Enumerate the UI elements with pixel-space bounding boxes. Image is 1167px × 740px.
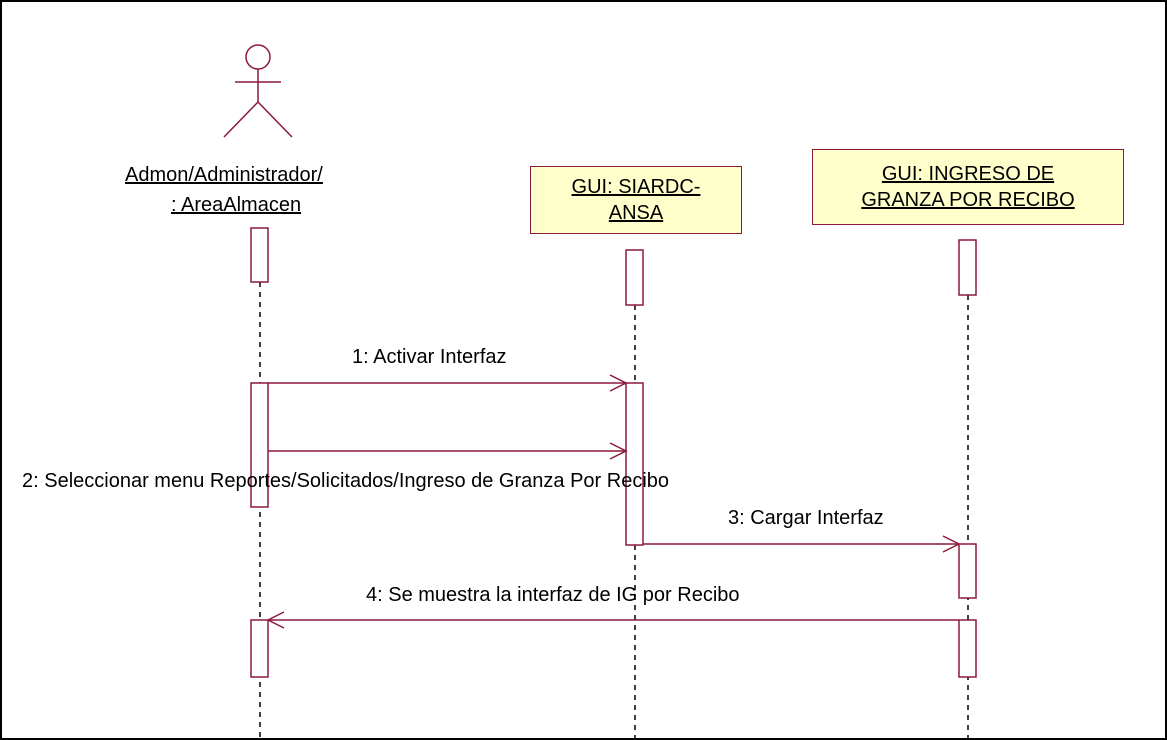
message-1-label: 1: Activar Interfaz [352,346,507,368]
message-2-arrow [268,442,628,460]
message-2-label: 2: Seleccionar menu Reportes/Solicitados… [22,470,670,492]
activation-siardc-2 [625,382,644,546]
object-siardc-line1: GUI: SIARDC- [571,176,701,198]
object-ingreso-line1: GUI: INGRESO DE [881,163,1055,185]
activation-ingreso-2 [958,543,977,599]
object-ingreso-granza: GUI: INGRESO DE GRANZA POR RECIBO [812,149,1124,225]
message-1-arrow [268,374,628,392]
object-siardc: GUI: SIARDC- ANSA [530,166,742,234]
message-3-label: 3: Cargar Interfaz [728,507,884,529]
activation-actor-2 [250,382,269,508]
activation-siardc-1 [625,249,644,306]
actor-head [245,44,271,70]
activation-actor-1 [250,227,269,283]
actor-leg-left [223,101,259,138]
object-siardc-line2: ANSA [608,202,664,224]
object-ingreso-line2: GRANZA POR RECIBO [861,189,1075,211]
message-4-label: 4: Se muestra la interfaz de IG por Reci… [366,584,740,606]
message-4-arrow [266,611,959,629]
activation-actor-3 [250,619,269,678]
message-3-arrow [643,535,961,553]
actor-leg-right [257,101,293,138]
actor-label-line2: : AreaAlmacen [171,194,302,216]
actor-label-line1: Admon/Administrador/ [125,164,323,186]
actor-figure [223,44,293,138]
activation-ingreso-3 [958,619,977,678]
activation-ingreso-1 [958,239,977,296]
